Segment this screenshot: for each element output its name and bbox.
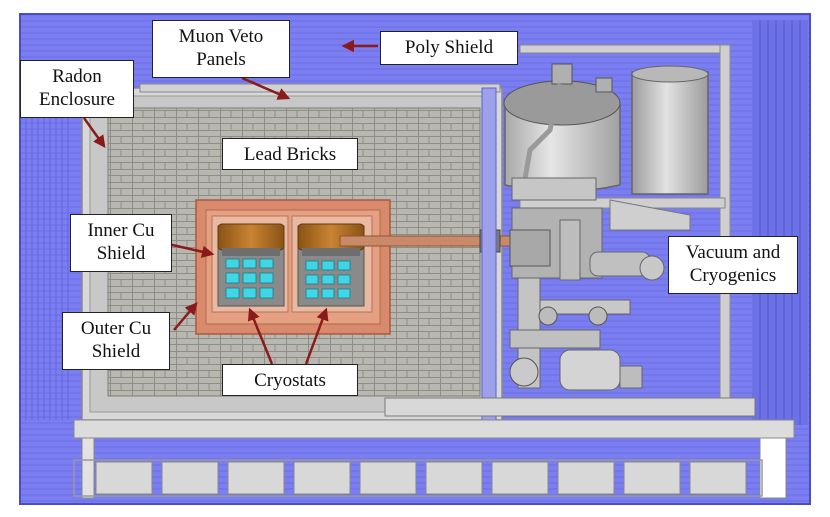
poly-shield-inner-wall [481,87,497,421]
poly-shield-right-column [752,20,808,425]
callout-arrows [82,39,378,365]
label-poly-shield: Poly Shield [380,31,518,65]
label-outer-cu-shield: Outer Cu Shield [62,312,170,370]
arrow-outer-cu [173,302,198,331]
vacuum-cryogenics-assembly [384,44,756,417]
arrow-muon-veto [241,76,291,100]
cryostat-1 [217,223,285,307]
base-structure [73,419,795,499]
arrow-cryostat-1 [247,307,274,365]
label-lead-bricks: Lead Bricks [222,138,358,170]
label-inner-cu-shield: Inner Cu Shield [70,214,172,272]
poly-shield-left-column [25,90,69,420]
arrow-radon-enclosure [82,117,106,149]
label-radon-enclosure: Radon Enclosure [20,60,134,118]
arrow-inner-cu [167,242,215,258]
label-muon-veto-panels: Muon Veto Panels [152,20,290,78]
arrow-cryostat-2 [304,307,329,365]
label-vacuum-and-cryogenics: Vacuum and Cryogenics [668,236,798,294]
label-cryostats: Cryostats [222,364,358,396]
